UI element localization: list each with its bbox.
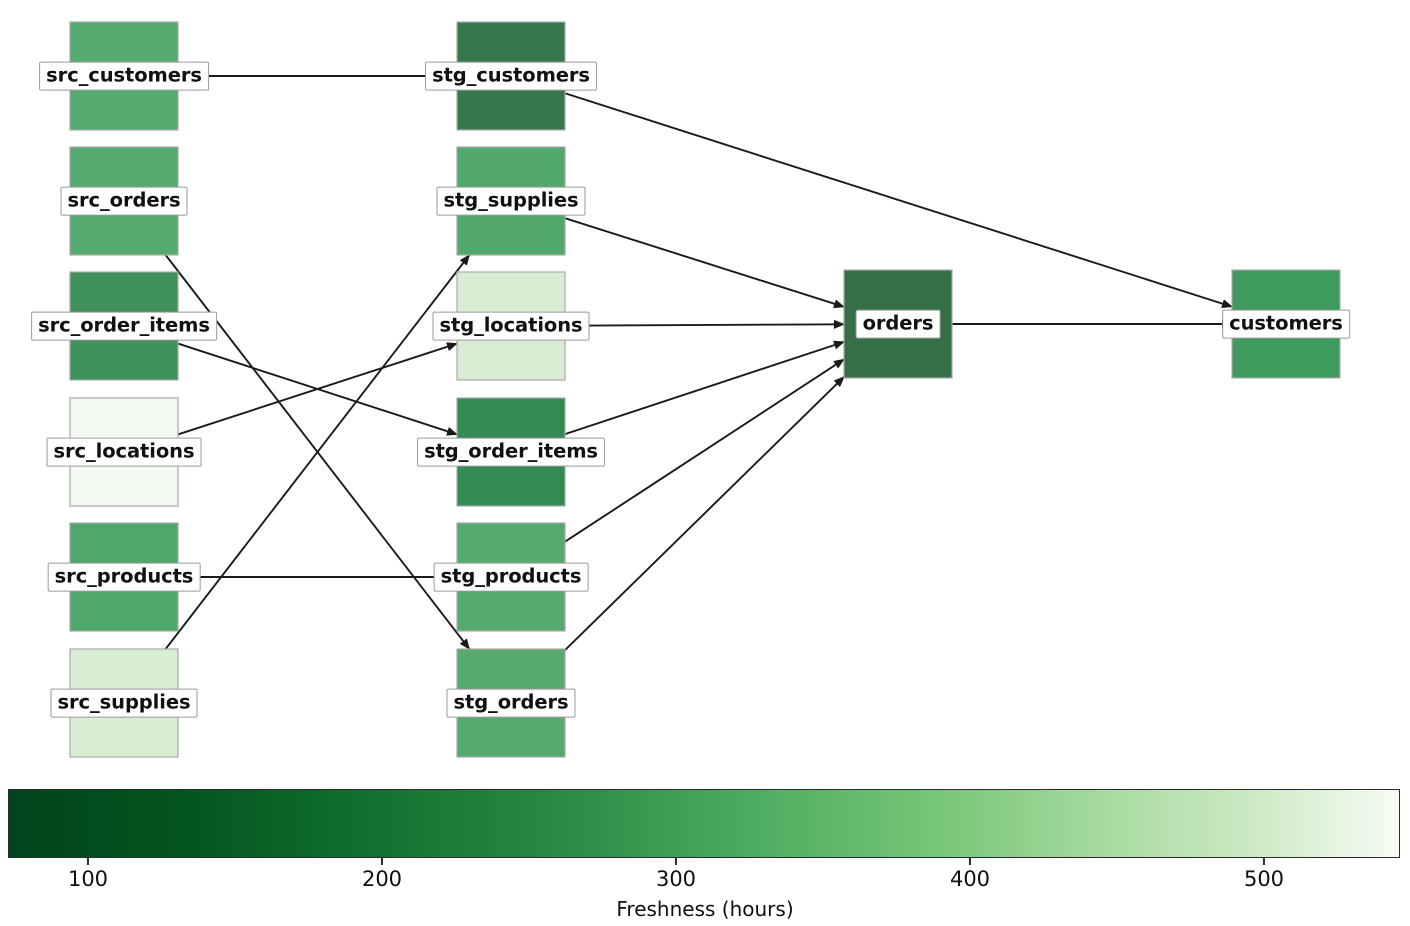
colorbar-tick: 200: [362, 858, 402, 891]
colorbar-tick-label: 200: [361, 867, 403, 891]
node-label-stg_products[interactable]: stg_products: [433, 562, 589, 592]
colorbar-tick-mark: [675, 858, 677, 865]
colorbar-tick-mark: [969, 858, 971, 865]
colorbar-tick-label: 300: [655, 867, 697, 891]
edge-stg_locations-to-orders: [564, 319, 845, 329]
node-label-customers[interactable]: customers: [1222, 309, 1350, 339]
colorbar-tick-label: 100: [67, 867, 109, 891]
edge-stg_orders-to-orders: [564, 376, 845, 651]
colorbar-tick: 500: [1244, 858, 1284, 891]
edge-stg_products-to-orders: [564, 358, 845, 543]
node-label-stg_supplies[interactable]: stg_supplies: [436, 186, 586, 216]
colorbar-title: Freshness (hours): [616, 897, 794, 921]
edge-layer: [164, 75, 1233, 651]
node-label-src_locations[interactable]: src_locations: [46, 437, 202, 467]
node-label-stg_locations[interactable]: stg_locations: [432, 311, 590, 341]
colorbar-tick-mark: [87, 858, 89, 865]
node-layer: [69, 21, 1341, 758]
node-label-src_order_items[interactable]: src_order_items: [31, 311, 217, 341]
colorbar-tick-mark: [1263, 858, 1265, 865]
edge-stg_order_items-to-orders: [564, 340, 845, 436]
colorbar-tick-layer: 100 200 300 400 500: [0, 858, 1410, 898]
node-label-stg_orders[interactable]: stg_orders: [446, 688, 576, 718]
colorbar-tick-label: 400: [949, 867, 991, 891]
node-label-stg_order_items[interactable]: stg_order_items: [417, 437, 605, 467]
edge-stg_supplies-to-orders: [564, 217, 845, 309]
node-label-stg_customers[interactable]: stg_customers: [425, 61, 597, 91]
node-label-orders[interactable]: orders: [855, 309, 941, 339]
colorbar-tick-mark: [381, 858, 383, 865]
colorbar-tick: 300: [656, 858, 696, 891]
colorbar-tick: 400: [950, 858, 990, 891]
colorbar[interactable]: [8, 789, 1400, 858]
colorbar-tick: 100: [68, 858, 108, 891]
node-label-src_products[interactable]: src_products: [47, 562, 201, 592]
node-label-src_customers[interactable]: src_customers: [39, 61, 209, 91]
colorbar-tick-label: 500: [1243, 867, 1285, 891]
colorbar-gradient-strip: [9, 790, 1399, 857]
edge-stg_customers-to-customers: [564, 92, 1233, 308]
edge-src_locations-to-stg_locations: [177, 342, 458, 436]
edge-src_supplies-to-stg_supplies: [164, 254, 471, 650]
node-label-src_supplies[interactable]: src_supplies: [50, 688, 198, 718]
node-label-src_orders[interactable]: src_orders: [60, 186, 188, 216]
